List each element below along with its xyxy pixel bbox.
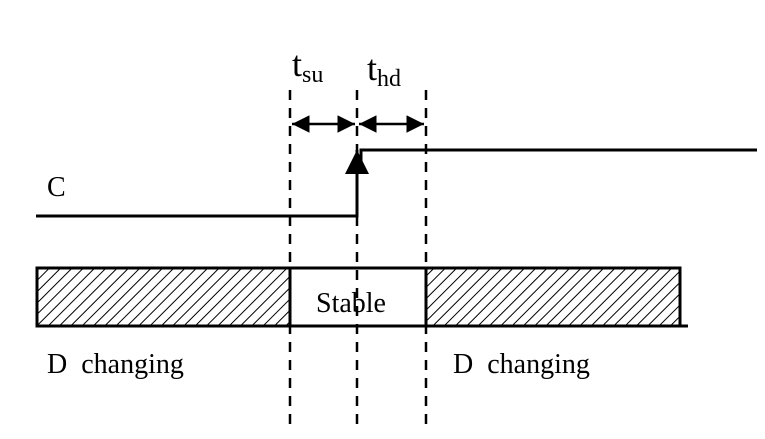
hold-time-subscript: hd: [377, 66, 401, 92]
hold-time-label: thd: [367, 48, 401, 92]
clock-waveform-low: [36, 158, 359, 218]
setup-time-base: t: [292, 44, 302, 84]
clock-label: C: [47, 172, 66, 203]
data-changing-label-right: D changing: [453, 349, 590, 380]
setup-time-label: tsu: [292, 44, 323, 88]
hold-time-base: t: [367, 48, 377, 88]
data-changing-region-right: [424, 266, 682, 328]
stable-label: Stable: [316, 288, 386, 319]
clock-waveform-high: [359, 148, 757, 168]
data-changing-region-left: [35, 266, 292, 328]
setup-time-subscript: su: [302, 62, 323, 88]
data-changing-label-left: D changing: [47, 349, 184, 380]
